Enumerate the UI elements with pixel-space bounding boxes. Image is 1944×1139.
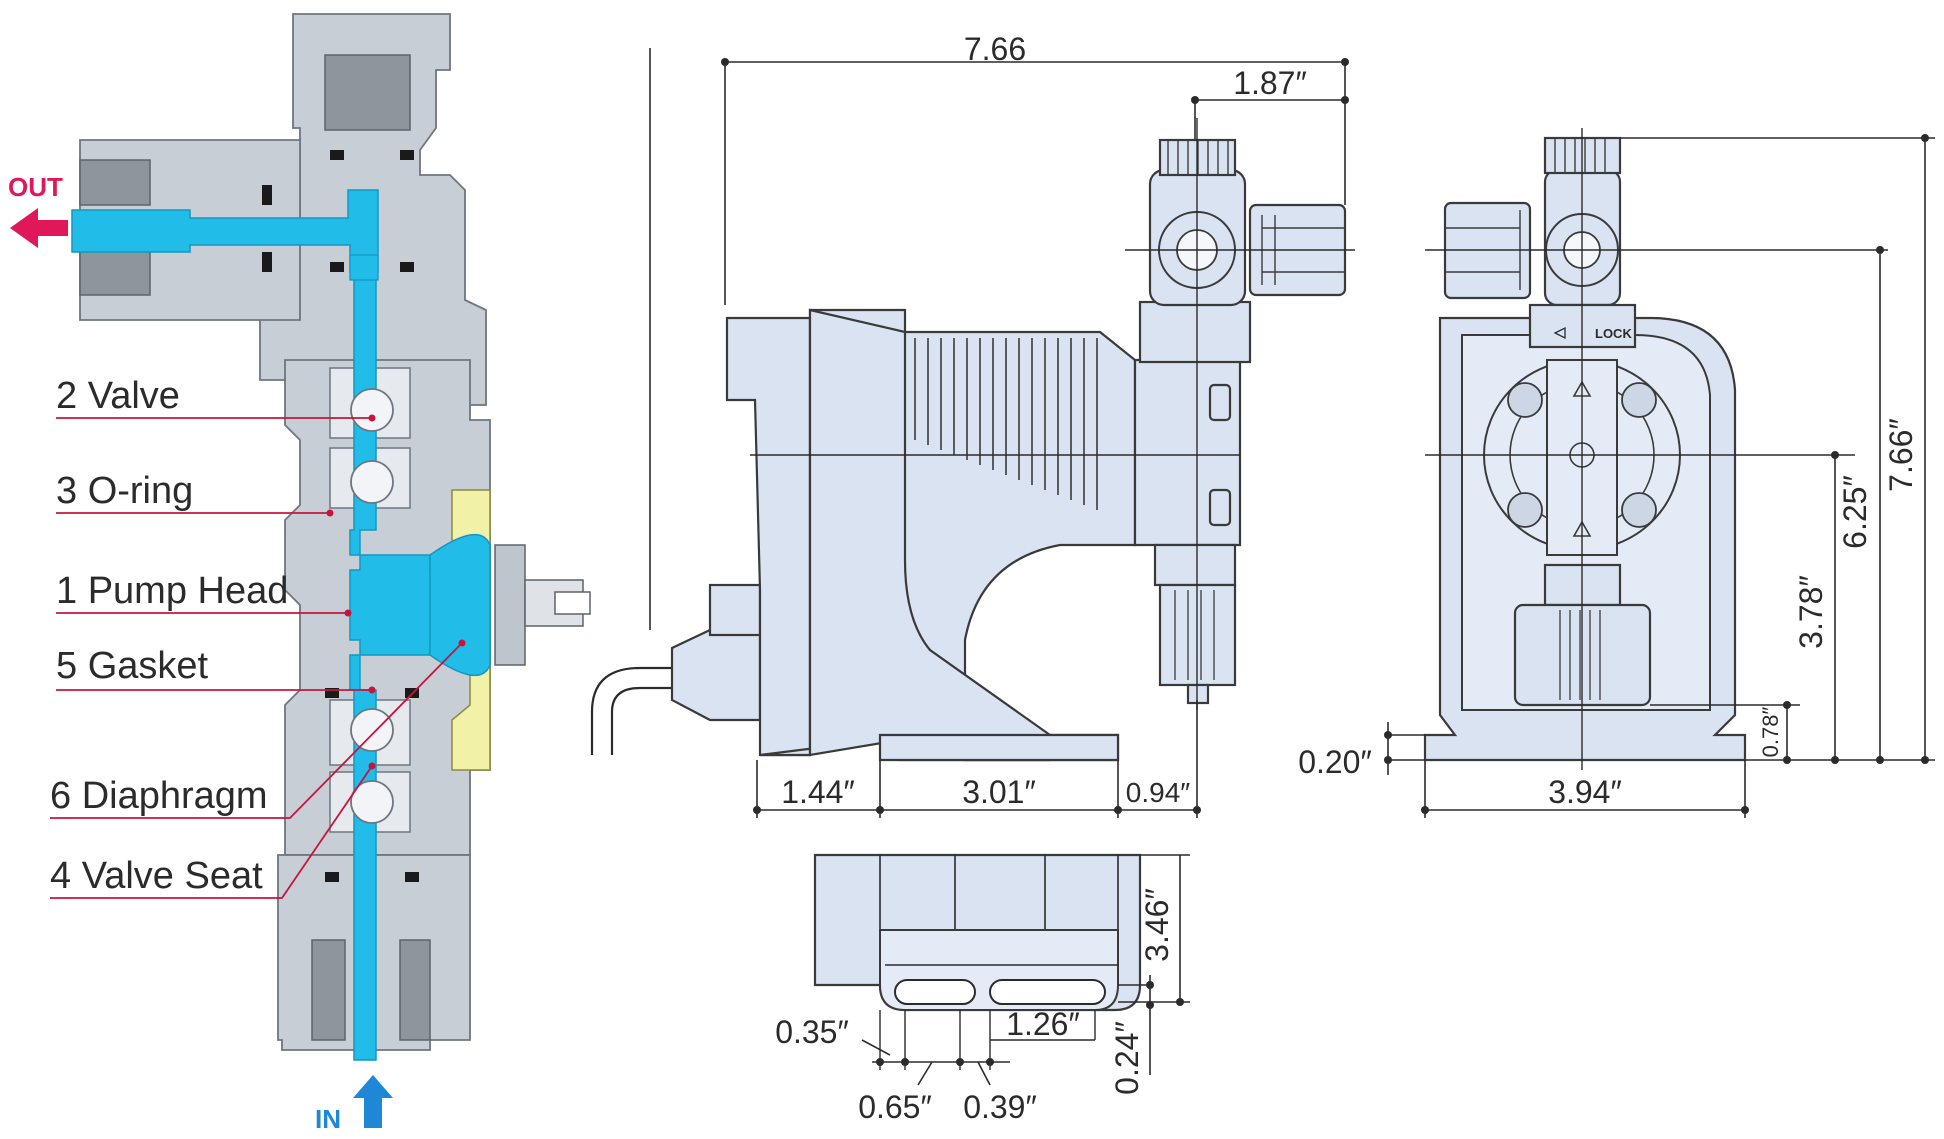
out-arrow-icon (10, 208, 68, 248)
part-label-valve: 2 Valve (56, 375, 180, 417)
dim-total-width: 7.66 (964, 31, 1026, 67)
part-label-o-ring: 3 O-ring (56, 470, 193, 512)
dim-height-total: 7.66″ (1883, 418, 1919, 492)
dim-height-outlet: 6.25″ (1837, 475, 1873, 549)
out-label: OUT (8, 172, 63, 202)
mount-slot-right (989, 979, 1106, 1005)
gland-box (708, 583, 762, 637)
dim-base-left: 1.44″ (781, 774, 855, 810)
inlet-thread-left (311, 939, 346, 1041)
lock-arrow-icon (1553, 326, 1566, 340)
part-labels: 2 Valve 3 O-ring 1 Pump Head 5 Gasket 6 … (50, 375, 466, 899)
inlet-valve-side (1153, 543, 1237, 587)
dim-height-mount: 0.78″ (1758, 706, 1783, 757)
outlet-thread-top (79, 159, 151, 206)
bolt-icon (1507, 492, 1543, 528)
dim-slot-offset: 0.35″ (775, 1014, 849, 1050)
cooling-fins (914, 338, 1098, 510)
front-view: LOCK 7.66″ 6.25″ 3.78″ 0.78″ (1298, 128, 1935, 818)
lower-valve-ball-2 (350, 780, 394, 824)
plunger-disk (494, 544, 526, 666)
part-label-valve-seat: 4 Valve Seat (50, 855, 263, 897)
dim-slot-gap: 0.39″ (963, 1089, 1037, 1125)
power-cable (590, 666, 690, 755)
side-view: 7.66 1.87″ (590, 31, 1355, 818)
part-label-gasket: 5 Gasket (56, 645, 209, 687)
upper-valve-ball-2 (350, 460, 394, 504)
dim-base-thickness: 0.20″ (1298, 744, 1372, 780)
plunger-rod (524, 579, 584, 627)
lower-valve-ball-1 (350, 708, 394, 752)
dim-base-mid: 3.01″ (962, 774, 1036, 810)
base-foot (878, 733, 1120, 762)
upper-valve-ball-1 (350, 388, 394, 432)
in-label: IN (315, 1104, 341, 1134)
bolt-icon (1507, 382, 1543, 418)
dim-base-right: 0.94″ (1126, 777, 1190, 808)
diaphragm (429, 533, 491, 677)
cable-gland (670, 628, 762, 722)
outlet-thread-bottom (79, 249, 151, 296)
inlet-thread-right (399, 939, 431, 1041)
bolt-icon (1621, 382, 1657, 418)
upper-bore (349, 254, 379, 281)
in-arrow-icon (353, 1075, 393, 1128)
dim-slot-width: 0.65″ (858, 1089, 932, 1125)
part-label-pump-head: 1 Pump Head (56, 570, 288, 612)
dim-base-width: 3.94″ (1548, 774, 1622, 810)
dim-depth: 3.46″ (1139, 888, 1175, 962)
outlet-valve-side (1138, 300, 1252, 364)
dim-slot-height: 0.24″ (1109, 1021, 1145, 1095)
lock-text: LOCK (1595, 326, 1632, 341)
bottom-view: 3.46″ 0.24″ 0.35″ 1.26″ 0.65″ 0.39″ (775, 853, 1190, 1125)
upper-nut-bore (324, 54, 411, 131)
part-label-diaphragm: 6 Diaphragm (50, 775, 268, 817)
dim-head-width: 1.87″ (1233, 65, 1307, 101)
plunger-tip (554, 591, 591, 615)
dim-slot-pitch: 1.26″ (1006, 1006, 1080, 1042)
dim-height-center: 3.78″ (1793, 575, 1829, 649)
cross-section: OUT IN 2 Valve 3 O-ring 1 Pump Head 5 Ga… (8, 13, 591, 1134)
bolt-icon (1621, 492, 1657, 528)
mount-slot-left (894, 979, 976, 1005)
